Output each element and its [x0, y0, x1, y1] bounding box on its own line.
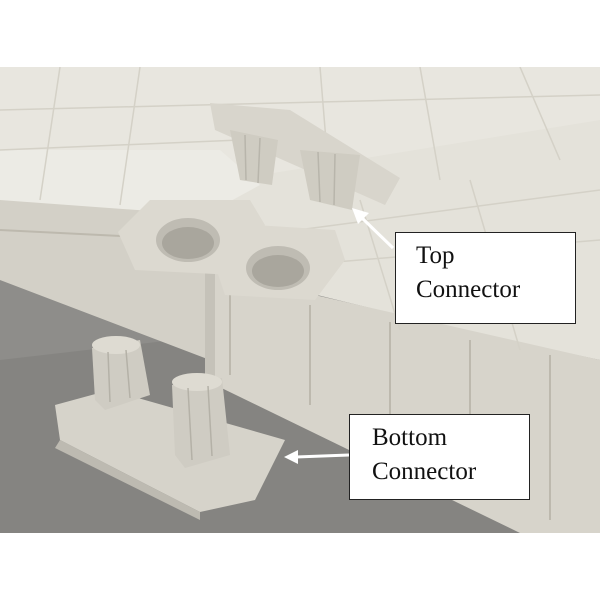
top-connector-label: Top Connector — [395, 232, 576, 324]
top-connector-label-line1: Top — [416, 242, 455, 269]
top-connector-label-line2: Connector — [416, 276, 521, 303]
bottom-connector-label: Bottom Connector — [349, 414, 530, 500]
bottom-connector-label-line1: Bottom — [372, 424, 448, 451]
bottom-connector-label-line2: Connector — [372, 458, 477, 485]
top-connector-arrow — [352, 208, 395, 250]
bottom-connector-arrow — [284, 450, 350, 464]
